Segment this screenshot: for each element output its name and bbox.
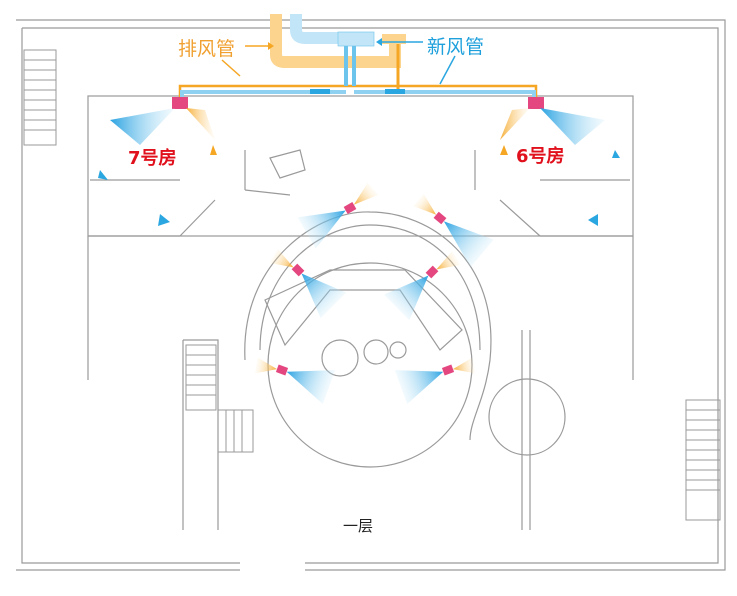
airflow-outlets: [98, 97, 620, 405]
exhaust-duct-label: 排风管: [178, 38, 236, 60]
floor-label: 一层: [343, 517, 374, 535]
label-pointers: [221, 38, 456, 85]
room-7-label: 7号房: [128, 148, 177, 169]
walls: [16, 19, 726, 571]
fresh-air-duct-label: 新风管: [427, 36, 485, 58]
room-6-label: 6号房: [516, 146, 565, 167]
staircases: [23, 49, 721, 521]
